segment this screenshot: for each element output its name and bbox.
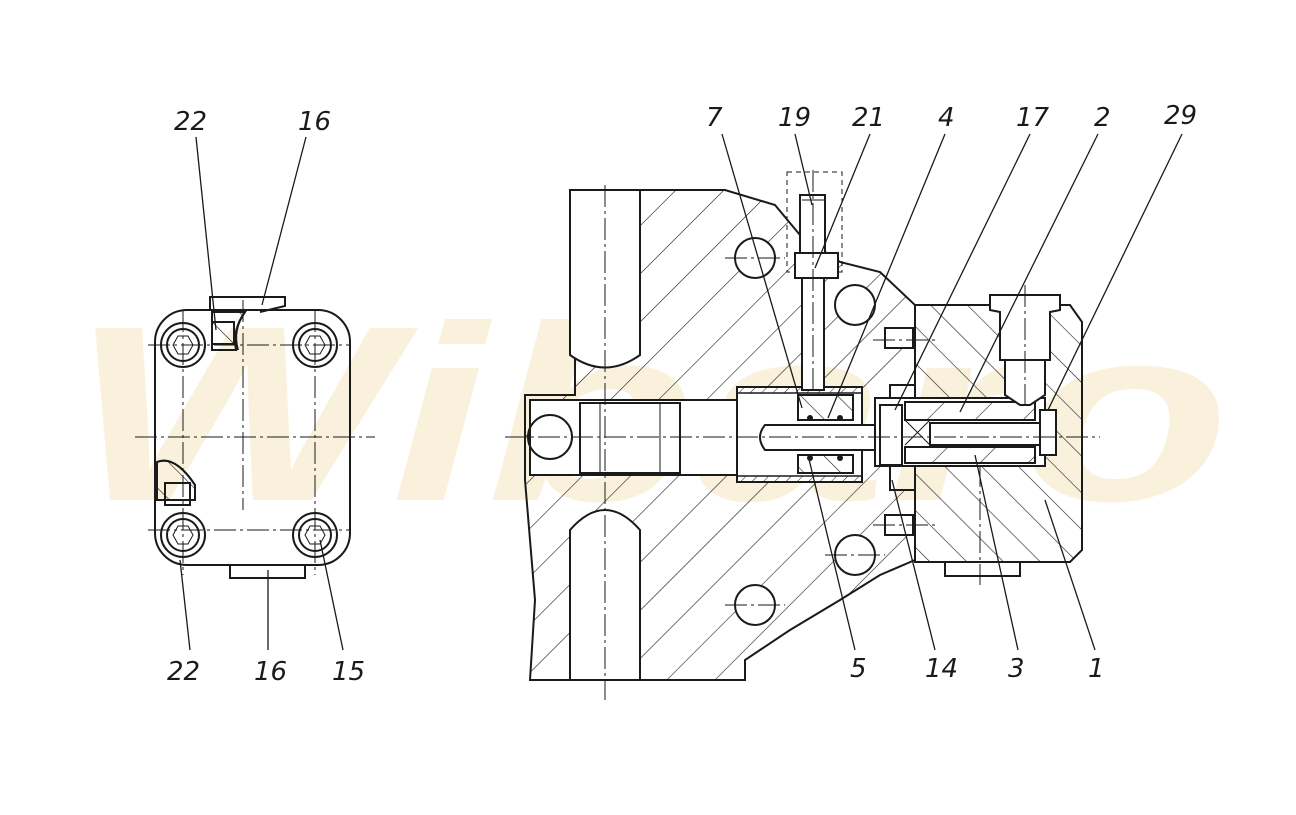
- callout-15: 15: [332, 657, 365, 687]
- callout-17: 17: [1016, 103, 1050, 133]
- callout-1: 1: [1088, 654, 1105, 684]
- callout-7: 7: [706, 103, 723, 133]
- callout-22-bottom: 22: [167, 657, 200, 687]
- left-view-cover-plate: [135, 296, 375, 579]
- callout-19: 19: [778, 103, 811, 133]
- right-view-section: [505, 170, 1100, 700]
- callout-16-bottom: 16: [254, 657, 287, 687]
- callout-14: 14: [925, 654, 958, 684]
- callout-2: 2: [1094, 103, 1111, 133]
- leader-lines: [179, 133, 1183, 651]
- callout-16-top: 16: [298, 107, 331, 137]
- callout-5: 5: [850, 654, 867, 684]
- callout-4: 4: [938, 103, 955, 133]
- callout-29: 29: [1164, 101, 1197, 131]
- callout-3: 3: [1008, 654, 1025, 684]
- callout-21: 21: [852, 103, 885, 133]
- callout-22-top: 22: [174, 107, 207, 137]
